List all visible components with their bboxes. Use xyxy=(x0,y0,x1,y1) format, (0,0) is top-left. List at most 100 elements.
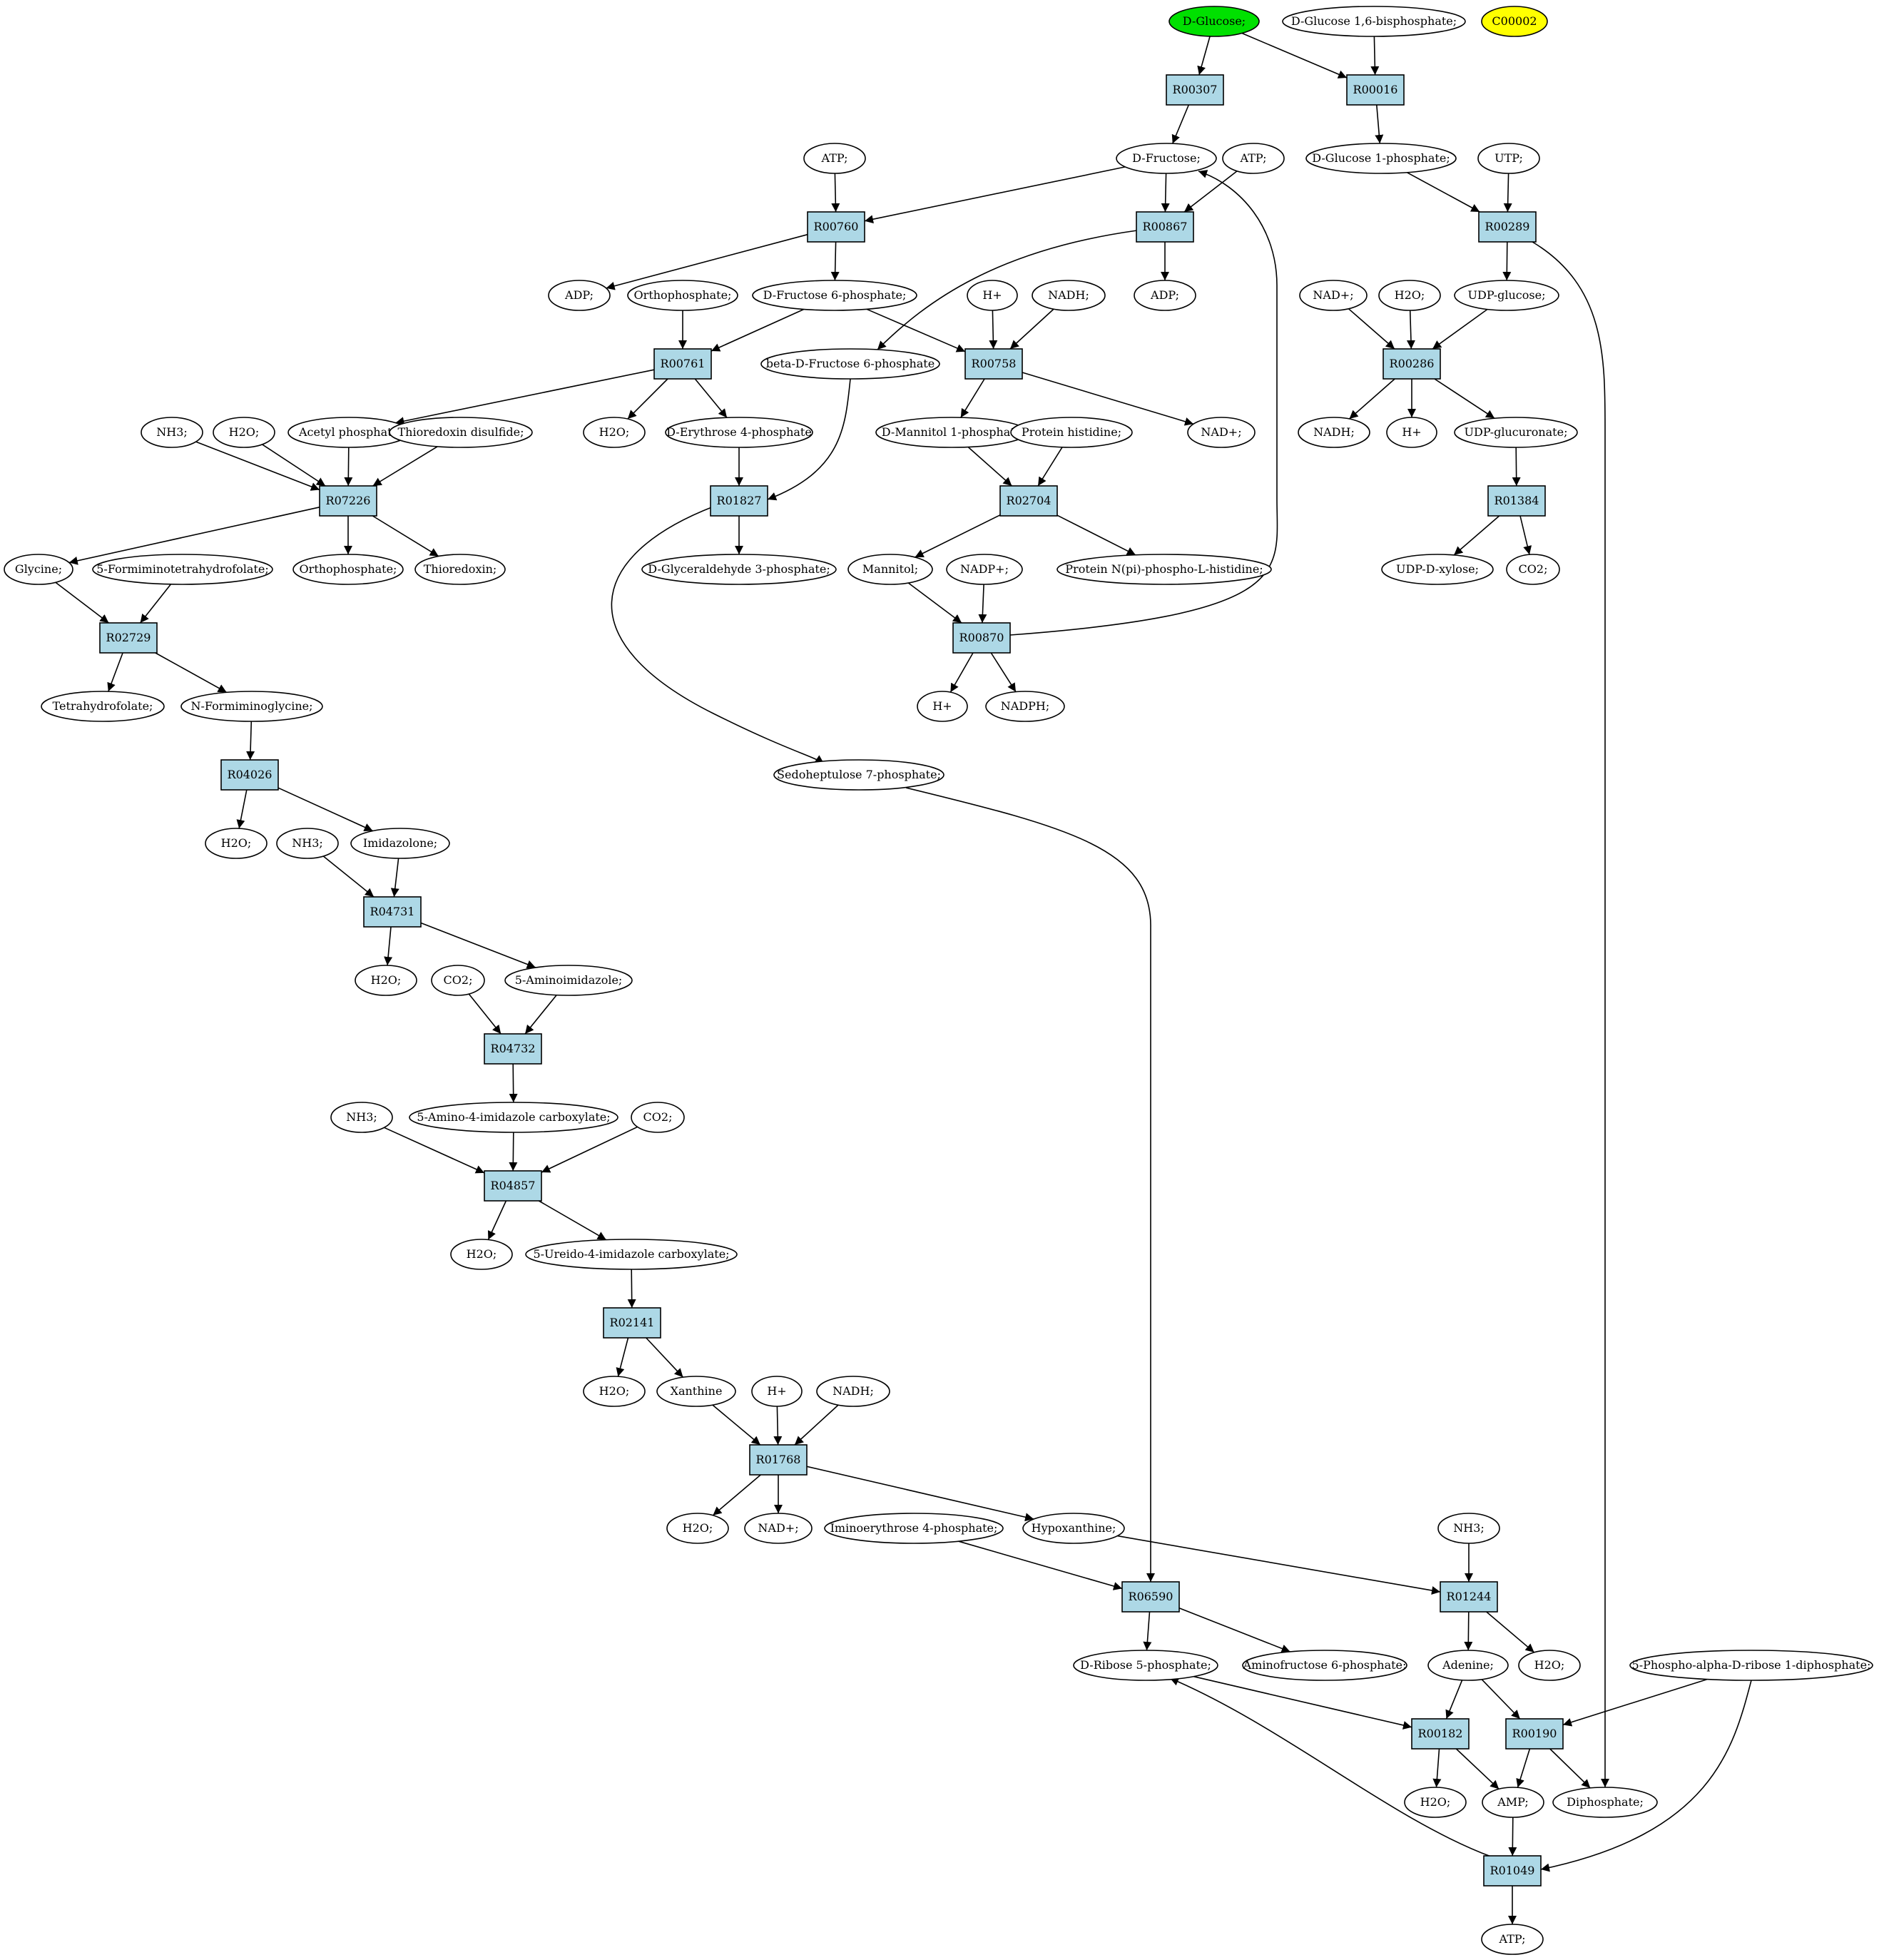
metabolite-node-c_5fthf[interactable]: 5-Formiminotetrahydrofolate; xyxy=(92,554,273,585)
metabolite-node-c_5u4ic[interactable]: 5-Ureido-4-imidazole carboxylate; xyxy=(525,1239,738,1270)
reaction-node-R04732[interactable]: R04732 xyxy=(484,1033,542,1065)
metabolite-node-c_nh3_3[interactable]: NH3; xyxy=(330,1102,393,1133)
metabolite-node-c_r5p[interactable]: D-Ribose 5-phosphate; xyxy=(1073,1650,1218,1681)
metabolite-node-c_g16bp[interactable]: D-Glucose 1,6-bisphosphate; xyxy=(1282,6,1466,37)
metabolite-node-c_trx[interactable]: Thioredoxin; xyxy=(414,554,506,585)
metabolite-node-c_nadpplus[interactable]: NADP+; xyxy=(946,554,1023,585)
metabolite-node-c_adenine[interactable]: Adenine; xyxy=(1427,1650,1509,1681)
reaction-node-R01384[interactable]: R01384 xyxy=(1487,485,1546,517)
reaction-node-R04026[interactable]: R04026 xyxy=(220,759,279,791)
reaction-box xyxy=(749,1444,808,1476)
reaction-node-R01049[interactable]: R01049 xyxy=(1483,1855,1542,1887)
metabolite-node-c_prpp[interactable]: 5-Phospho-alpha-D-ribose 1-diphosphate; xyxy=(1629,1650,1873,1681)
metabolite-node-c_h2o_3[interactable]: H2O; xyxy=(583,417,646,448)
metabolite-node-c_co2_2[interactable]: CO2; xyxy=(431,965,485,996)
metabolite-node-c_fructose[interactable]: D-Fructose; xyxy=(1116,143,1217,174)
metabolite-node-c_udpglcur[interactable]: UDP-glucuronate; xyxy=(1454,417,1578,448)
metabolite-node-c_hplus_1[interactable]: H+ xyxy=(967,280,1018,311)
metabolite-node-c_ppi[interactable]: Diphosphate; xyxy=(1552,1787,1658,1818)
metabolite-node-c_glucose[interactable]: D-Glucose; xyxy=(1168,6,1260,37)
metabolite-node-c_xanthine[interactable]: Xanthine xyxy=(656,1376,736,1407)
metabolite-node-c_h2o_9[interactable]: H2O; xyxy=(1518,1650,1581,1681)
metabolite-node-c_h2o_8[interactable]: H2O; xyxy=(666,1513,729,1544)
metabolite-node-c_atp_1[interactable]: ATP; xyxy=(803,143,866,174)
reaction-node-R00307[interactable]: R00307 xyxy=(1166,74,1224,106)
metabolite-node-c_glycine[interactable]: Glycine; xyxy=(4,554,73,585)
metabolite-node-c_udpxyl[interactable]: UDP-D-xylose; xyxy=(1381,554,1494,585)
reaction-node-R06590[interactable]: R06590 xyxy=(1121,1581,1180,1613)
reaction-node-R04731[interactable]: R04731 xyxy=(363,896,422,928)
metabolite-node-c_adp_2[interactable]: ADP; xyxy=(1134,280,1196,311)
metabolite-node-c_hypox[interactable]: Hypoxanthine; xyxy=(1022,1513,1125,1544)
reaction-node-R01244[interactable]: R01244 xyxy=(1440,1581,1498,1613)
metabolite-node-c_nadplus_1[interactable]: NAD+; xyxy=(1299,280,1368,311)
metabolite-node-c_h2o_6[interactable]: H2O; xyxy=(450,1239,513,1270)
metabolite-node-c_nadplus_2[interactable]: NAD+; xyxy=(1187,417,1256,448)
metabolite-node-c_e4p[interactable]: D-Erythrose 4-phosphate xyxy=(665,417,813,448)
metabolite-node-c_5ai[interactable]: 5-Aminoimidazole; xyxy=(504,965,633,996)
reaction-node-R00761[interactable]: R00761 xyxy=(653,348,712,380)
metabolite-node-c_h2o_2[interactable]: H2O; xyxy=(213,417,275,448)
metabolite-node-c_atp_3[interactable]: ATP; xyxy=(1481,1924,1544,1955)
metabolite-node-c_co2_3[interactable]: CO2; xyxy=(631,1102,685,1133)
reaction-node-R07226[interactable]: R07226 xyxy=(319,485,377,517)
metabolite-node-c_h2o_7[interactable]: H2O; xyxy=(583,1376,646,1407)
metabolite-node-c_bf6p[interactable]: beta-D-Fructose 6-phosphate xyxy=(760,348,940,380)
metabolite-node-c_co2_1[interactable]: CO2; xyxy=(1506,554,1560,585)
metabolite-node-c_h2o_1[interactable]: H2O; xyxy=(1378,280,1441,311)
metabolite-node-c_h2o_10[interactable]: H2O; xyxy=(1404,1787,1467,1818)
metabolite-node-c_thf[interactable]: Tetrahydrofolate; xyxy=(41,691,165,722)
metabolite-node-c_nadh_2[interactable]: NADH; xyxy=(1298,417,1370,448)
reaction-node-R04857[interactable]: R04857 xyxy=(484,1170,542,1202)
reaction-node-R00286[interactable]: R00286 xyxy=(1383,348,1441,380)
metabolite-node-c_ie4p[interactable]: Iminoerythrose 4-phosphate; xyxy=(824,1513,1004,1544)
reaction-node-R00182[interactable]: R00182 xyxy=(1411,1718,1470,1750)
metabolite-node-c_nadplus_3[interactable]: NAD+; xyxy=(744,1513,813,1544)
metabolite-node-c_atp_2[interactable]: ATP; xyxy=(1222,143,1285,174)
reaction-node-R00760[interactable]: R00760 xyxy=(807,211,865,243)
metabolite-node-c_acp[interactable]: Acetyl phosphate xyxy=(287,417,410,448)
reaction-node-R00758[interactable]: R00758 xyxy=(964,348,1023,380)
metabolite-node-c_trxss[interactable]: Thioredoxin disulfide; xyxy=(389,417,533,448)
metabolite-node-c_udpglc[interactable]: UDP-glucose; xyxy=(1454,280,1559,311)
metabolite-node-c_c00002[interactable]: C00002 xyxy=(1481,6,1548,37)
metabolite-node-c_h2o_4[interactable]: H2O; xyxy=(205,828,268,859)
metabolite-node-c_m1p[interactable]: D-Mannitol 1-phosphate xyxy=(875,417,1028,448)
reaction-node-R00190[interactable]: R00190 xyxy=(1505,1718,1564,1750)
metabolite-node-c_hplus_3[interactable]: H+ xyxy=(917,691,968,722)
reaction-node-R00016[interactable]: R00016 xyxy=(1346,74,1405,106)
metabolite-node-c_g1p[interactable]: D-Glucose 1-phosphate; xyxy=(1305,143,1457,174)
metabolite-node-c_af6p[interactable]: Aminofructose 6-phosphate; xyxy=(1242,1650,1407,1681)
metabolite-node-c_mannitol[interactable]: Mannitol; xyxy=(847,554,933,585)
reaction-node-R01768[interactable]: R01768 xyxy=(749,1444,808,1476)
reaction-node-R01827[interactable]: R01827 xyxy=(710,485,768,517)
metabolite-node-c_nh3_2[interactable]: NH3; xyxy=(276,828,339,859)
metabolite-node-c_ortho_1[interactable]: Orthophosphate; xyxy=(627,280,738,311)
reaction-node-R02729[interactable]: R02729 xyxy=(99,622,158,654)
metabolite-node-c_5a4ic[interactable]: 5-Amino-4-imidazole carboxylate; xyxy=(409,1102,618,1133)
metabolite-node-c_prothisp[interactable]: Protein N(pi)-phospho-L-histidine; xyxy=(1056,554,1272,585)
metabolite-node-c_prothis[interactable]: Protein histidine; xyxy=(1010,417,1133,448)
reaction-node-R02141[interactable]: R02141 xyxy=(603,1307,661,1339)
metabolite-node-c_nh3_4[interactable]: NH3; xyxy=(1437,1513,1500,1544)
metabolite-node-c_amp[interactable]: AMP; xyxy=(1482,1787,1544,1818)
metabolite-node-c_hplus_4[interactable]: H+ xyxy=(751,1376,803,1407)
metabolite-node-c_nadph[interactable]: NADPH; xyxy=(985,691,1065,722)
metabolite-node-c_nadh_1[interactable]: NADH; xyxy=(1032,280,1106,311)
metabolite-node-c_utp[interactable]: UTP; xyxy=(1477,143,1540,174)
reaction-node-R00289[interactable]: R00289 xyxy=(1478,211,1537,243)
metabolite-node-c_s7p[interactable]: Sedoheptulose 7-phosphate; xyxy=(773,759,944,791)
metabolite-node-c_nh3_1[interactable]: NH3; xyxy=(141,417,203,448)
reaction-node-R02704[interactable]: R02704 xyxy=(999,485,1058,517)
metabolite-node-c_adp_1[interactable]: ADP; xyxy=(548,280,611,311)
reaction-node-R00867[interactable]: R00867 xyxy=(1136,211,1194,243)
metabolite-node-c_nfgly[interactable]: N-Formiminoglycine; xyxy=(180,691,323,722)
metabolite-node-c_hplus_2[interactable]: H+ xyxy=(1386,417,1437,448)
metabolite-node-c_f6p[interactable]: D-Fructose 6-phosphate; xyxy=(752,280,917,311)
metabolite-node-c_nadh_3[interactable]: NADH; xyxy=(816,1376,890,1407)
metabolite-node-c_ortho_2[interactable]: Orthophosphate; xyxy=(292,554,404,585)
metabolite-node-c_imidazolone[interactable]: Imidazolone; xyxy=(350,828,450,859)
reaction-node-R00870[interactable]: R00870 xyxy=(952,622,1011,654)
metabolite-node-c_g3p[interactable]: D-Glyceraldehyde 3-phosphate; xyxy=(641,554,837,585)
metabolite-node-c_h2o_5[interactable]: H2O; xyxy=(355,965,417,996)
